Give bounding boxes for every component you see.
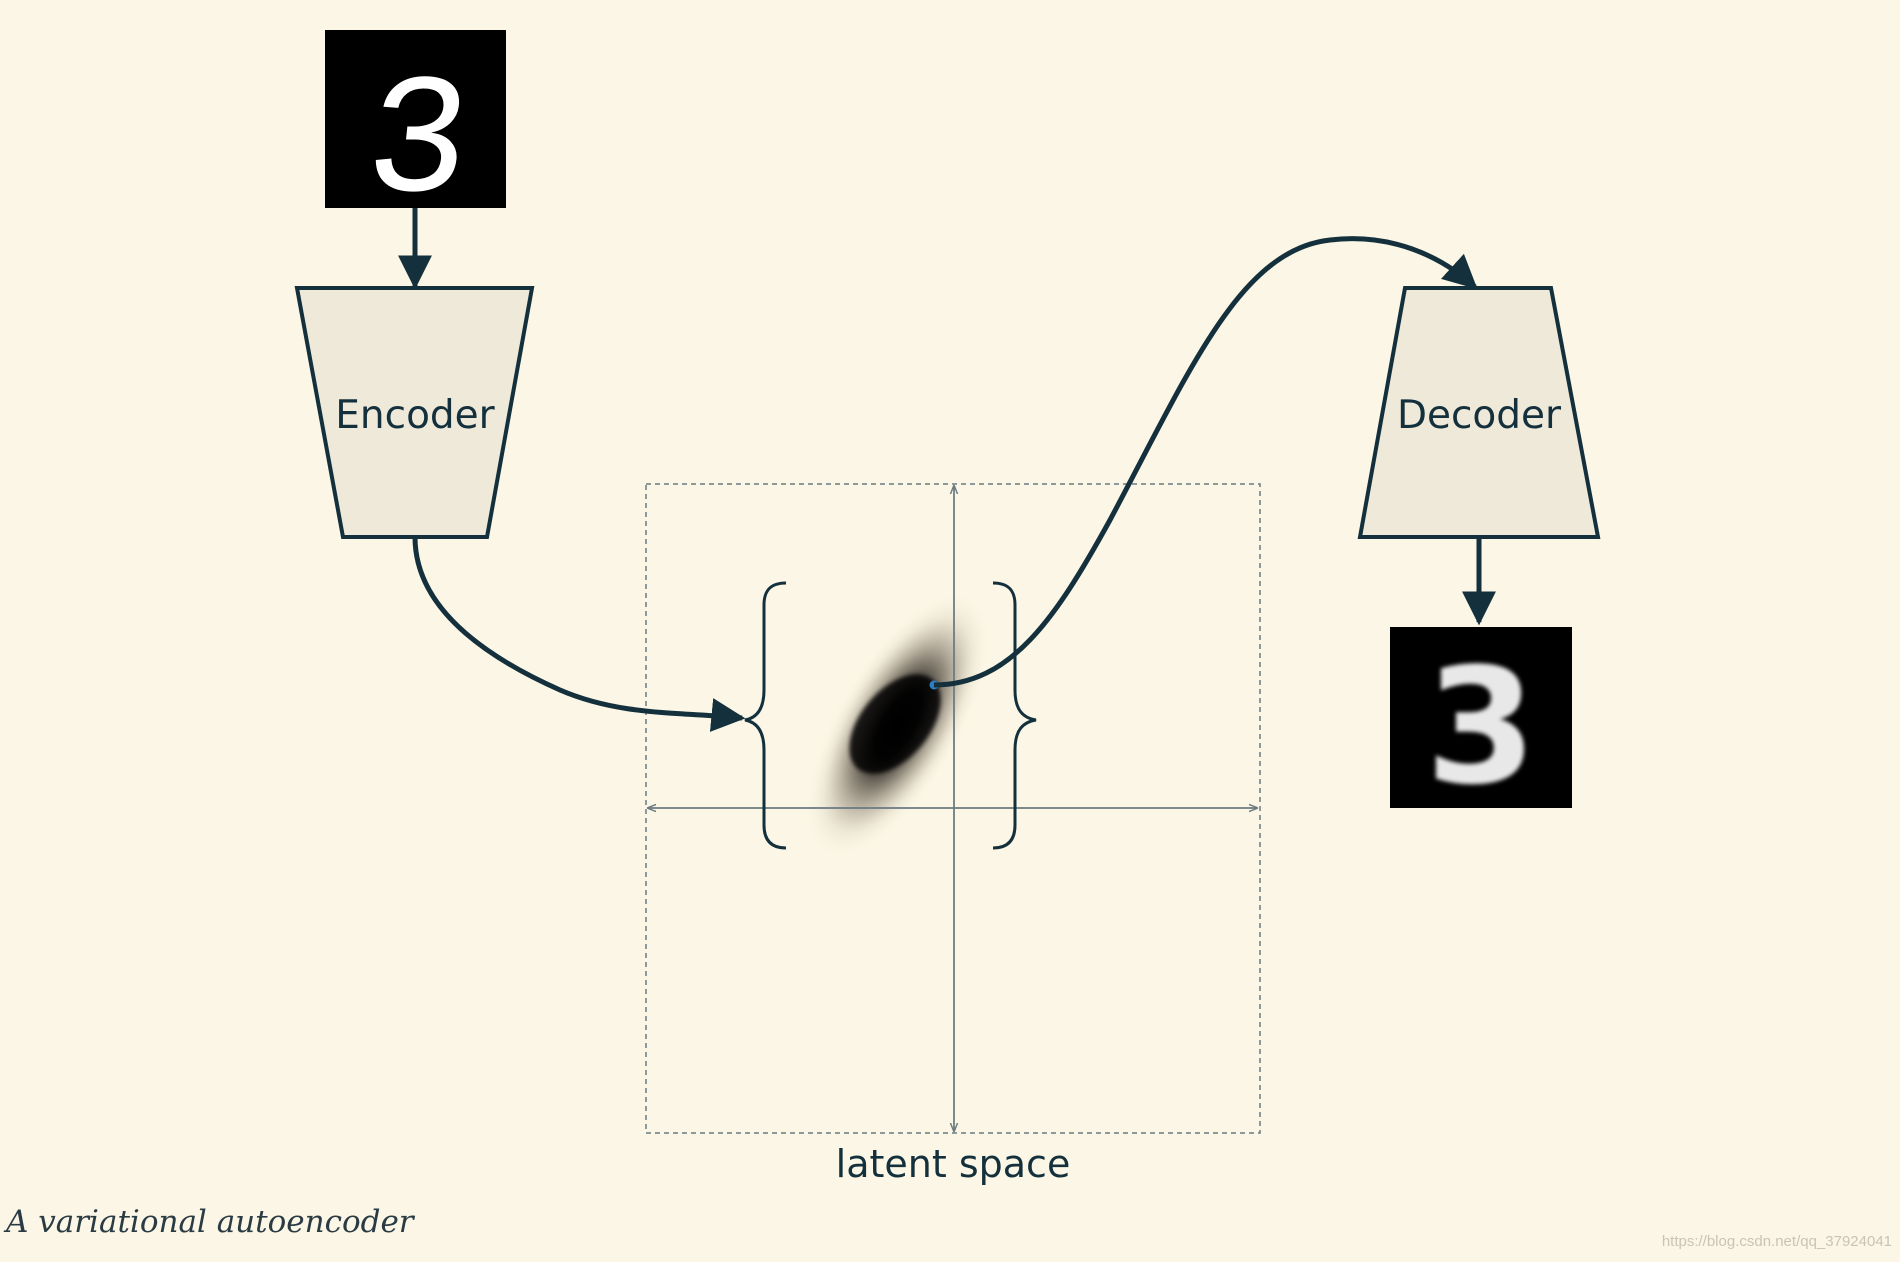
output-digit-image: 3 [1390,627,1572,820]
input-digit-glyph: 3 [357,49,479,241]
figure-caption: A variational autoencoder [3,1204,416,1240]
decoder-label: Decoder [1397,393,1562,438]
encoder-block: Encoder [294,286,535,539]
arrow-latent-to-decoder [933,236,1478,688]
encoder-label: Encoder [335,393,495,438]
right-brace [992,581,1037,850]
latent-space-border [645,483,1261,1134]
latent-space: latent space [645,483,1261,1186]
latent-core [849,674,941,774]
latent-space-label: latent space [836,1142,1071,1186]
decoder-block: Decoder [1357,286,1601,539]
input-digit-image: 3 [325,30,506,242]
watermark-text: https://blog.csdn.net/qq_37924041 [1662,1233,1892,1250]
arrow-encoder-to-latent [412,536,746,732]
output-digit-glyph: 3 [1425,633,1536,820]
